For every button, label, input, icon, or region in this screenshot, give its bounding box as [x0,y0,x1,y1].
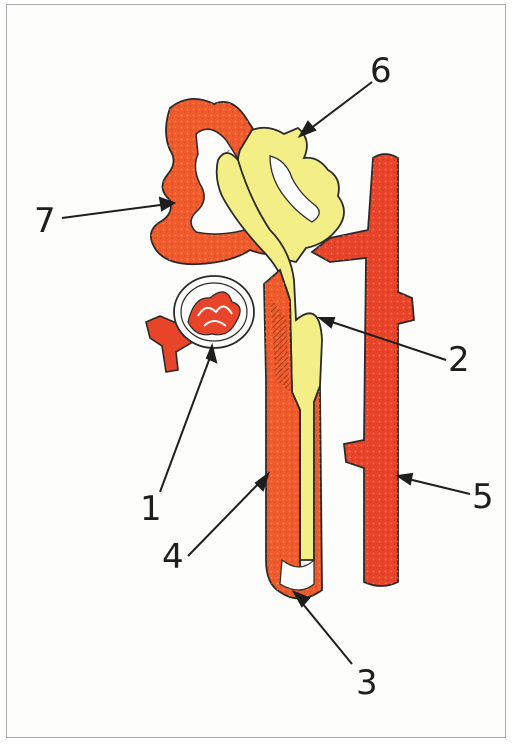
label-1: 1 [140,492,162,526]
label-5: 5 [472,480,494,514]
label-2: 2 [448,343,470,377]
glomerulus [174,276,254,348]
label-4: 4 [162,540,184,574]
label-3: 3 [356,666,378,700]
label-7: 7 [34,204,56,238]
label-6: 6 [370,54,392,88]
